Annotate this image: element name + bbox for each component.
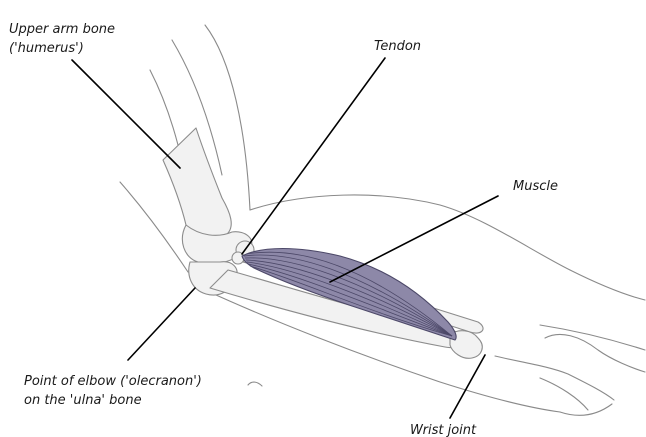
humerus-bone bbox=[163, 128, 254, 264]
wrist-label: Wrist joint bbox=[410, 423, 477, 437]
tendon-leader bbox=[242, 58, 385, 254]
labels: Upper arm bone ('humerus') Tendon Muscle… bbox=[9, 22, 558, 437]
olecranon-leader bbox=[128, 288, 195, 360]
olecranon-label-line1: Point of elbow ('olecranon') bbox=[24, 374, 202, 389]
humerus-label-line2: ('humerus') bbox=[9, 41, 84, 56]
humerus-label-line1: Upper arm bone bbox=[9, 22, 115, 37]
muscle-label: Muscle bbox=[513, 179, 558, 194]
leader-lines bbox=[72, 58, 498, 418]
tendon-label: Tendon bbox=[374, 39, 421, 54]
humerus-leader bbox=[72, 60, 180, 168]
muscle-leader bbox=[330, 196, 498, 282]
olecranon-label-line2: on the 'ulna' bone bbox=[24, 393, 142, 408]
